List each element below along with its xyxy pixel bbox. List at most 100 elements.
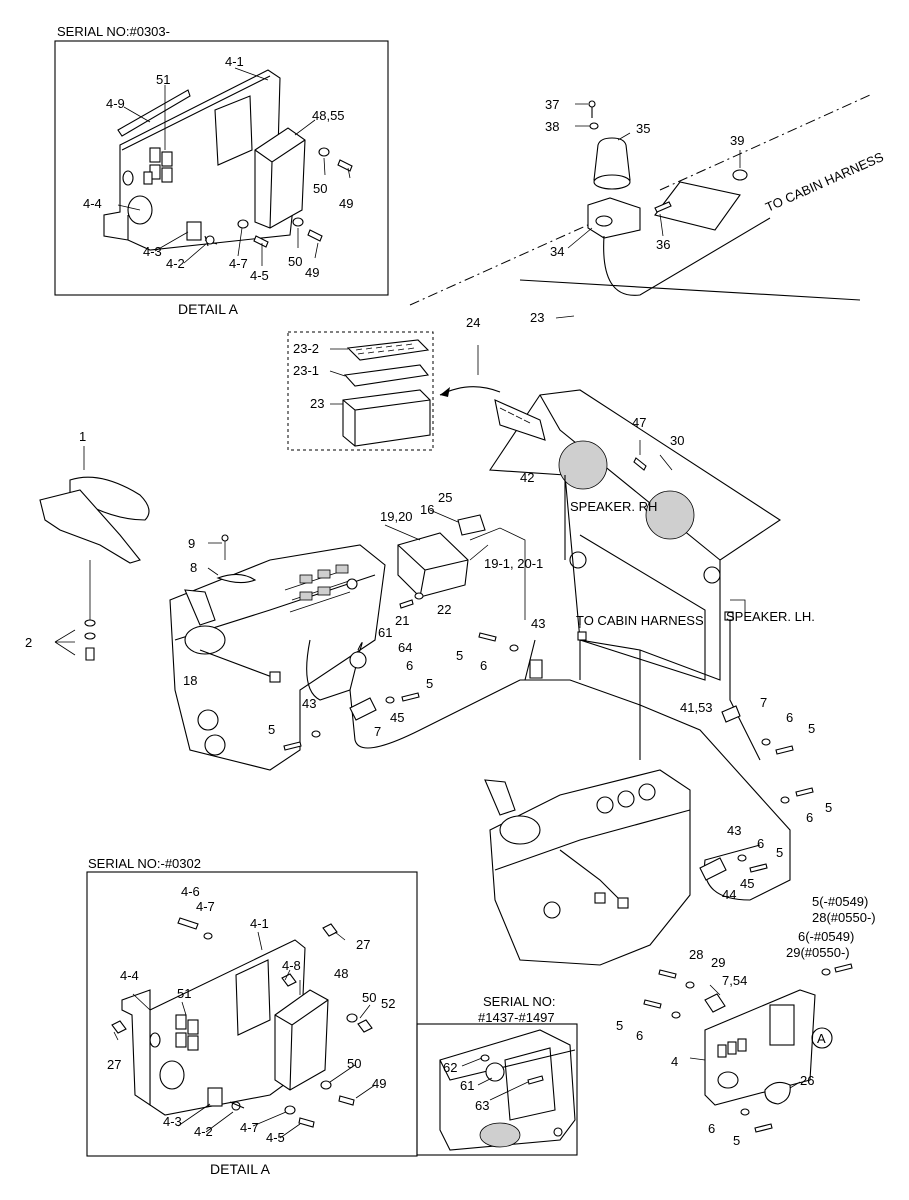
to-cabin-harness-label: TO CABIN HARNESS [576, 613, 704, 628]
callout-label: 41,53 [680, 700, 713, 715]
callout-label: A [817, 1031, 826, 1046]
detail-a-top-label: 4-5 [250, 268, 269, 283]
callout-label: 29(#0550-) [786, 945, 850, 960]
callout-label: 2 [25, 635, 32, 650]
callout-label: 19-1, 20-1 [484, 556, 543, 571]
to-cabin-harness-top: TO CABIN HARNESS [763, 149, 886, 215]
detail-a-top-label: 49 [339, 196, 353, 211]
callout-label: 4 [671, 1054, 678, 1069]
callout-label: 8 [190, 560, 197, 575]
callout-label: 45 [740, 876, 754, 891]
callout-label: 7,54 [722, 973, 747, 988]
detail-a-bottom-label: 50 [362, 990, 376, 1005]
callout-label: 25 [438, 490, 452, 505]
callout-label: 6 [636, 1028, 643, 1043]
callout-label: 26 [800, 1073, 814, 1088]
cabin-rear-panel [477, 345, 782, 760]
callout-label: 5 [808, 721, 815, 736]
callout-label: 38 [545, 119, 559, 134]
callout-label: 6 [708, 1121, 715, 1136]
right-console [484, 769, 691, 966]
callout-label: 9 [188, 536, 195, 551]
inset-serial-line2: #1437-#1497 [478, 1010, 555, 1025]
callout-label: 5 [456, 648, 463, 663]
detail-a-bottom-label: 52 [381, 996, 395, 1011]
callout-label: 6 [757, 836, 764, 851]
callout-label: 23-2 [293, 341, 319, 356]
callout-label: 35 [636, 121, 650, 136]
callout-label: 5 [825, 800, 832, 815]
detail-a-bottom-label: 4-4 [120, 968, 139, 983]
detail-a-top-label: 4-1 [225, 54, 244, 69]
callout-label: 23 [310, 396, 324, 411]
callout-label: 5 [616, 1018, 623, 1033]
detail-a-bottom-label: 4-3 [163, 1114, 182, 1129]
callout-label: 5 [776, 845, 783, 860]
detail-a-bottom-label: 4-8 [282, 958, 301, 973]
left-console [169, 534, 386, 771]
callout-label: 39 [730, 133, 744, 148]
beacon-assembly [409, 94, 871, 319]
callout-label: 6 [480, 658, 487, 673]
callout-label: 28(#0550-) [812, 910, 876, 925]
detail-a-bottom-label: 49 [372, 1076, 386, 1091]
detail-a-top-frame [54, 40, 389, 296]
callout-label: 44 [722, 887, 736, 902]
detail-a-bottom-serial: SERIAL NO:-#0302 [88, 856, 201, 871]
callout-label: 61 [378, 625, 392, 640]
detail-a-bottom-label: 48 [334, 966, 348, 981]
callout-label: 63 [475, 1098, 489, 1113]
callout-label: 37 [545, 97, 559, 112]
callout-label: 30 [670, 433, 684, 448]
callout-label: 36 [656, 237, 670, 252]
detail-a-top-label: 4-3 [143, 244, 162, 259]
callout-label: 6 [406, 658, 413, 673]
detail-a-bottom-label: 27 [107, 1057, 121, 1072]
detail-a-bottom-label: 4-6 [181, 884, 200, 899]
callout-label: 18 [183, 673, 197, 688]
callout-label: 5 [426, 676, 433, 691]
callout-label: 62 [443, 1060, 457, 1075]
callout-label: 5 [733, 1133, 740, 1148]
fuse-box-inset [287, 331, 501, 451]
callout-label: 34 [550, 244, 564, 259]
wiring-harness [283, 599, 814, 908]
callout-label: 29 [711, 955, 725, 970]
detail-a-top-label: 49 [305, 265, 319, 280]
inset-serial-line1: SERIAL NO: [483, 994, 555, 1009]
callout-label: 23 [530, 310, 544, 325]
callout-label: 21 [395, 613, 409, 628]
detail-a-top-label: 4-9 [106, 96, 125, 111]
callout-label: 64 [398, 640, 412, 655]
detail-a-bottom-label: 4-2 [194, 1124, 213, 1139]
inset-serial-1437-1497: SERIAL NO: #1437-#1497 [416, 994, 578, 1156]
callout-label: 43 [302, 696, 316, 711]
callout-label: 19,20 [380, 509, 413, 524]
callout-label: 45 [390, 710, 404, 725]
callout-label: SPEAKER. RH [570, 499, 657, 514]
detail-a-bottom-label: 4-5 [266, 1130, 285, 1145]
callout-label: 43 [531, 616, 545, 631]
detail-a-top-label: 4-2 [166, 256, 185, 271]
callout-label: 1 [79, 429, 86, 444]
callout-label: 24 [466, 315, 480, 330]
callout-label: 28 [689, 947, 703, 962]
callout-label: 16 [420, 502, 434, 517]
radio-unit [384, 509, 526, 620]
callout-label: 42 [520, 470, 534, 485]
detail-a-top-serial: SERIAL NO:#0303- [57, 24, 170, 39]
detail-a-bottom: SERIAL NO:-#0302 [86, 856, 418, 1177]
callout-label: 6 [786, 710, 793, 725]
speaker-lh-label: SPEAKER. LH. [726, 609, 815, 624]
detail-a-top-caption: DETAIL A [178, 301, 239, 317]
detail-a-top: SERIAL NO:#0303- [54, 24, 389, 317]
detail-a-bottom-label: 50 [347, 1056, 361, 1071]
detail-a-bottom-label: 4-1 [250, 916, 269, 931]
detail-a-bottom-frame [86, 871, 418, 1157]
callout-label: 22 [437, 602, 451, 617]
callout-label: 6(-#0549) [798, 929, 854, 944]
detail-a-bottom-label: 51 [177, 986, 191, 1001]
detail-a-top-label: 4-7 [229, 256, 248, 271]
